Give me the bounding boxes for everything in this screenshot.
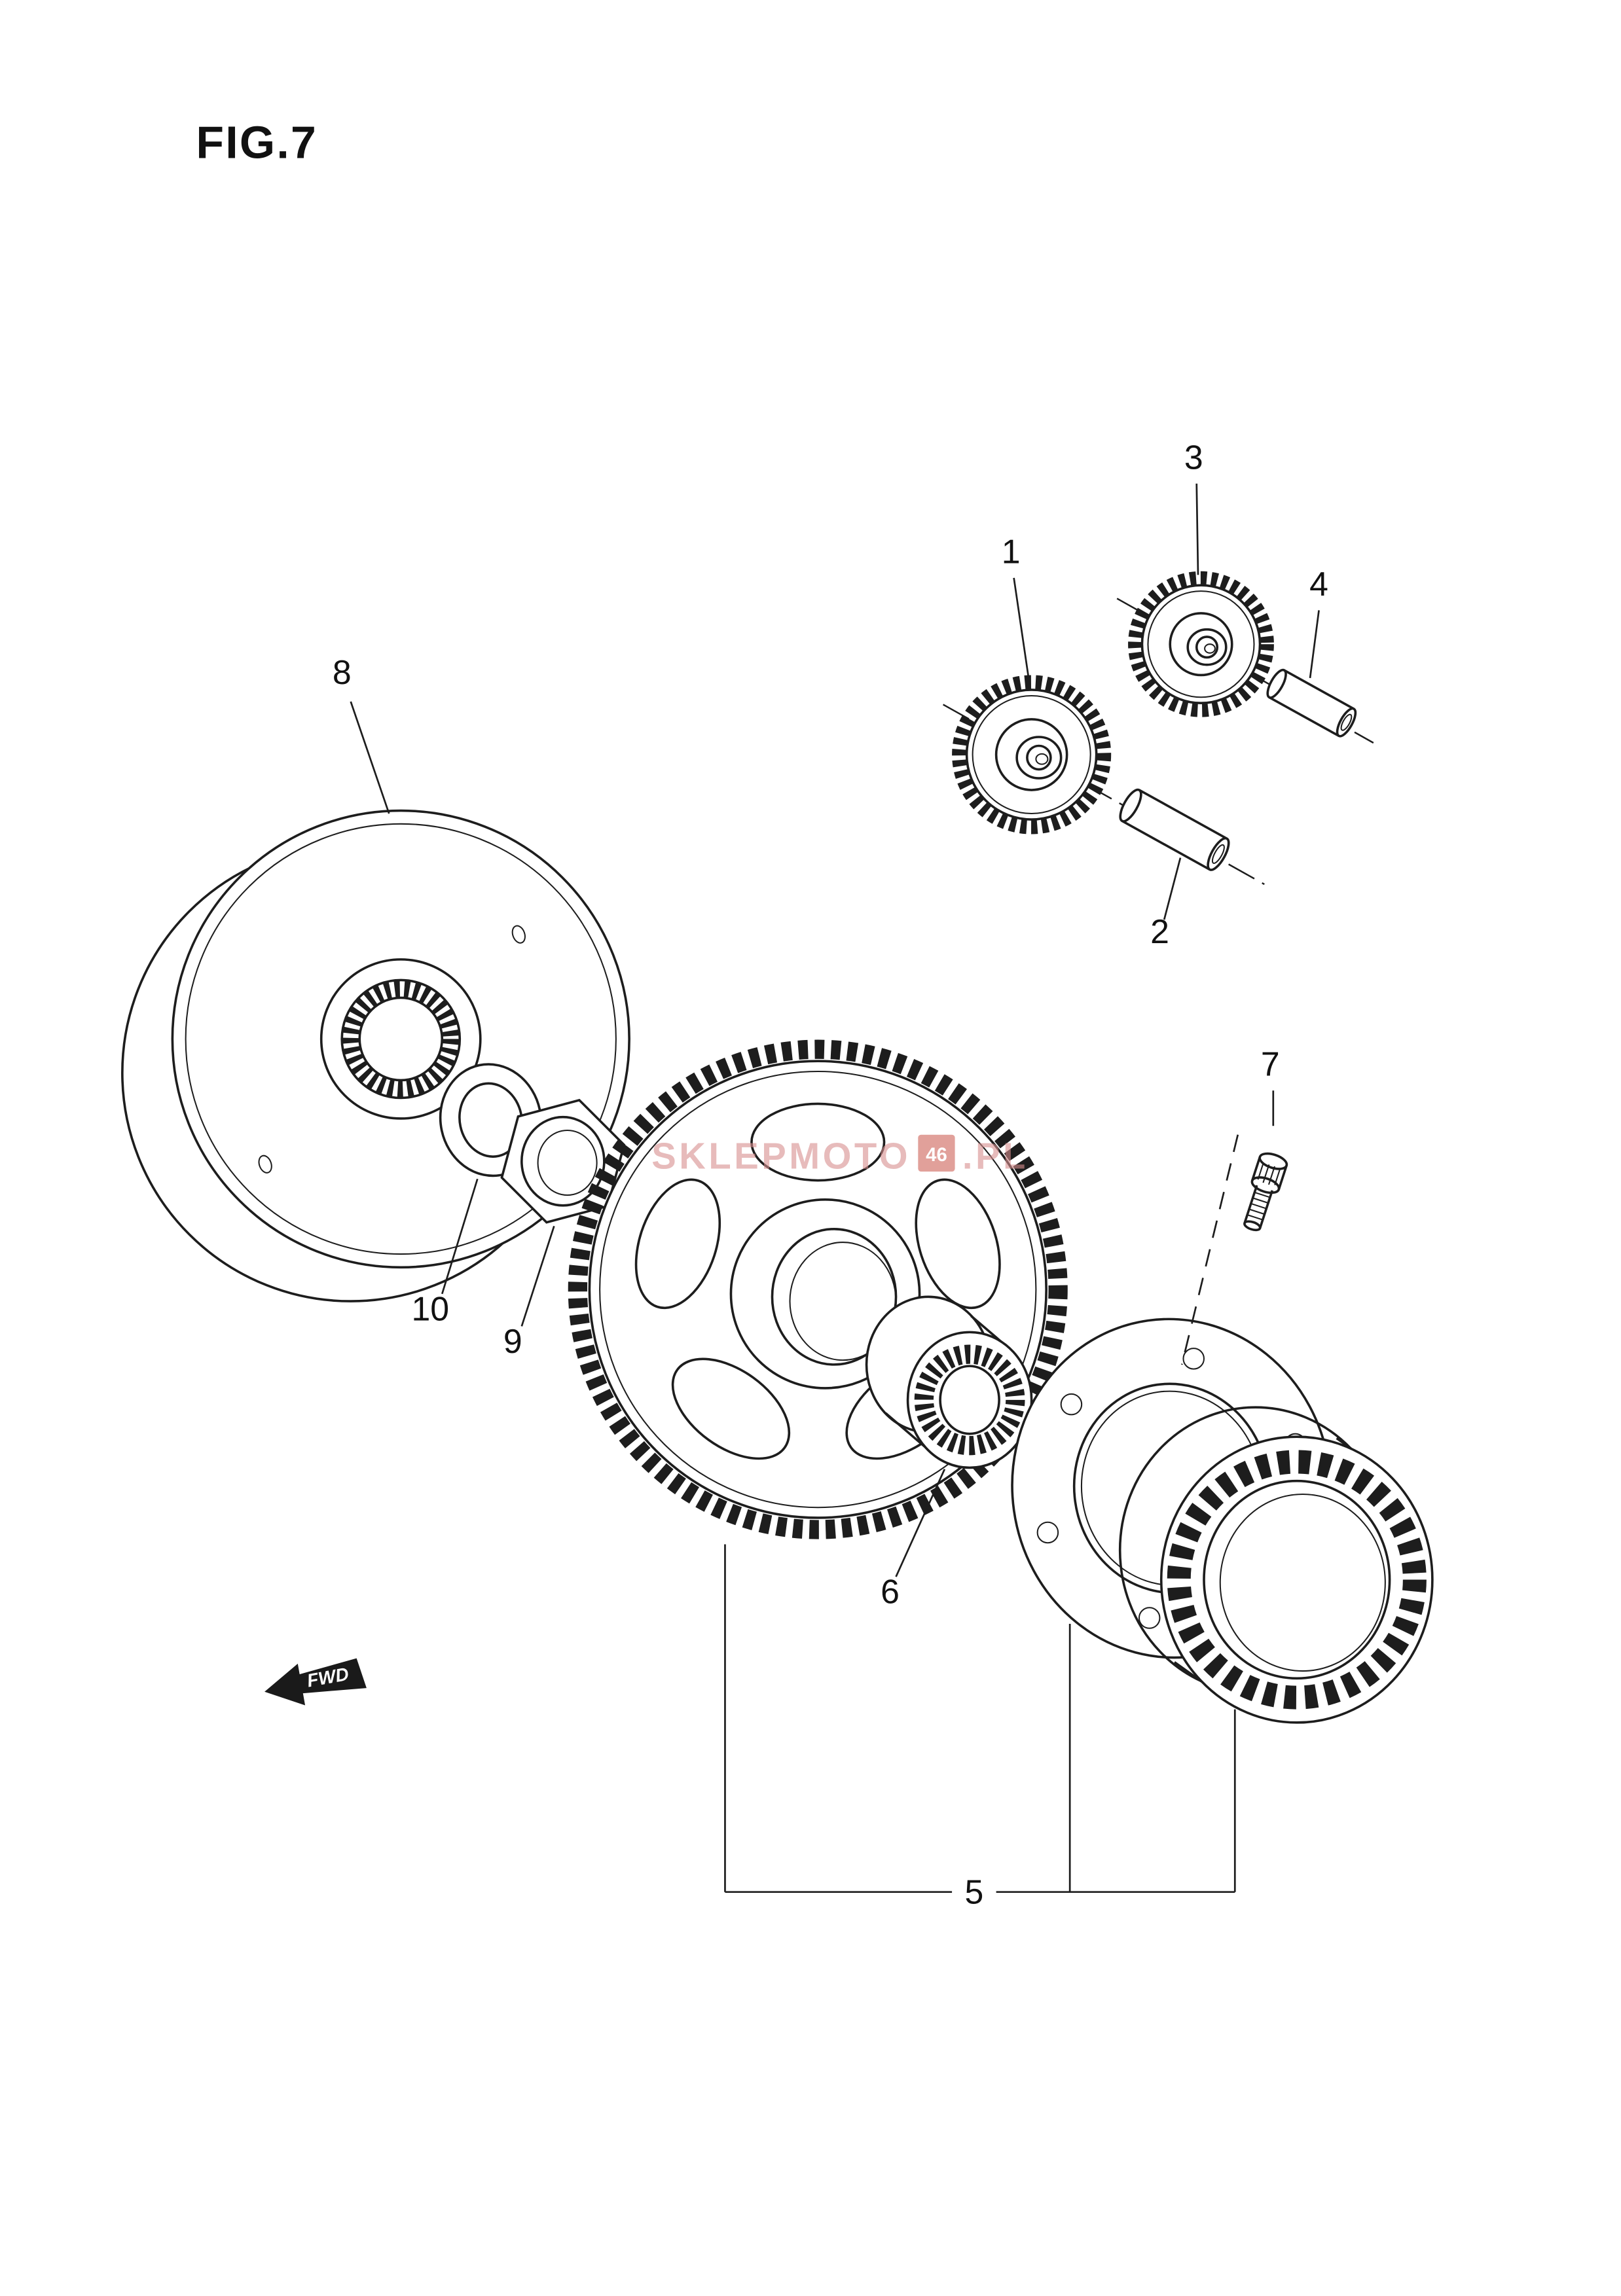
idle-gear-part1 <box>952 675 1112 834</box>
shaft-pin-part4 <box>1266 668 1357 738</box>
part-label-4: 4 <box>1309 565 1328 603</box>
part-labels: 1 2 3 4 5 6 7 8 9 10 <box>333 438 1328 1910</box>
watermark-box-text: 46 <box>926 1145 947 1166</box>
shaft-pin-part2 <box>1119 788 1230 871</box>
part-label-2: 2 <box>1150 912 1169 950</box>
part-label-7: 7 <box>1261 1045 1280 1083</box>
sprag-clutch-drawing <box>1118 1406 1434 1724</box>
leader-lines <box>350 483 1320 1577</box>
part-label-10: 10 <box>411 1289 449 1327</box>
bolt-part7 <box>1243 1152 1288 1232</box>
watermark-right: .PL <box>962 1136 1029 1177</box>
part-label-1: 1 <box>1002 532 1021 570</box>
assembly5-bracket <box>724 1544 1236 1893</box>
part-label-8: 8 <box>333 653 352 691</box>
idle-gear-part3 <box>1128 571 1274 717</box>
watermark-left: SKLEPMOTO <box>651 1136 911 1177</box>
figure-title: FIG.7 <box>196 117 318 168</box>
part-label-9: 9 <box>503 1322 522 1360</box>
part-label-6: 6 <box>881 1573 900 1611</box>
fwd-arrow: FWD <box>264 1658 367 1706</box>
watermark: SKLEPMOTO 46 .PL <box>651 1134 1029 1177</box>
part-label-5: 5 <box>964 1873 983 1911</box>
needle-bearing-part6 <box>865 1295 1033 1469</box>
part-label-3: 3 <box>1184 438 1203 476</box>
watermark-logo-box <box>918 1134 955 1172</box>
bolt-locator-dashed-line <box>1180 1134 1239 1365</box>
